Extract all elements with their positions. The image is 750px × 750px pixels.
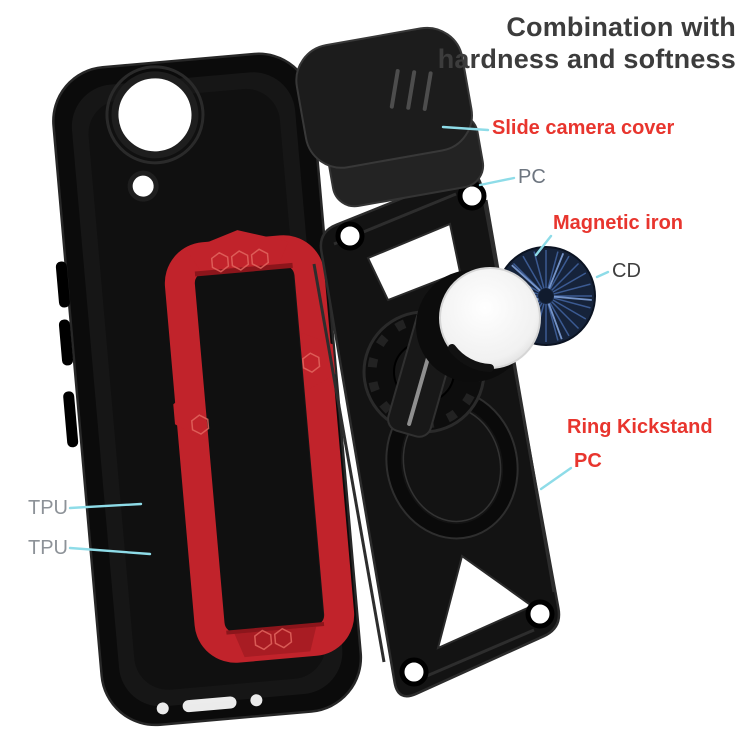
leader-tpu-lower (68, 546, 152, 556)
phone-case-tpu (52, 52, 363, 727)
magnetic-plate (416, 267, 541, 382)
power-button (63, 391, 79, 448)
title-line-2: hardness and softness (437, 43, 736, 74)
corner-hole (335, 221, 365, 251)
label-tpu-lower: TPU (28, 537, 68, 559)
camera-cutout (111, 71, 199, 159)
grip-lines (389, 69, 433, 111)
leader-pc-bottom (539, 466, 573, 491)
title-line-1: Combination with (506, 12, 736, 42)
label-slide-camera-cover: Slide camera cover (492, 117, 675, 139)
red-tpu-frame (164, 230, 355, 663)
slide-camera-cover-piece (295, 26, 473, 169)
leader-tpu-upper (68, 502, 143, 510)
flash-cutout (127, 170, 159, 202)
label-tpu-upper: TPU (28, 497, 68, 519)
leader-pc-top (478, 176, 516, 187)
leader-magnetic-iron (534, 234, 553, 257)
leader-lines (68, 125, 610, 556)
port-cutout (182, 696, 237, 713)
leader-slide-camera-cover (441, 125, 490, 132)
leader-cd (595, 270, 610, 279)
armor-bottom-opening (436, 554, 535, 650)
label-pc-bottom: PC (574, 450, 602, 472)
label-magnetic-iron: Magnetic iron (553, 212, 684, 234)
volume-button (55, 261, 70, 308)
volume-button (58, 319, 74, 366)
label-pc-top: PC (518, 166, 546, 188)
speaker-hole (250, 694, 263, 707)
corner-hole (399, 657, 429, 687)
page-title: Combination with hardness and softness (438, 12, 736, 76)
corner-hole (525, 599, 555, 629)
speaker-hole (156, 702, 169, 715)
label-cd: CD (612, 260, 641, 282)
label-ring-kickstand: Ring Kickstand (567, 416, 713, 438)
